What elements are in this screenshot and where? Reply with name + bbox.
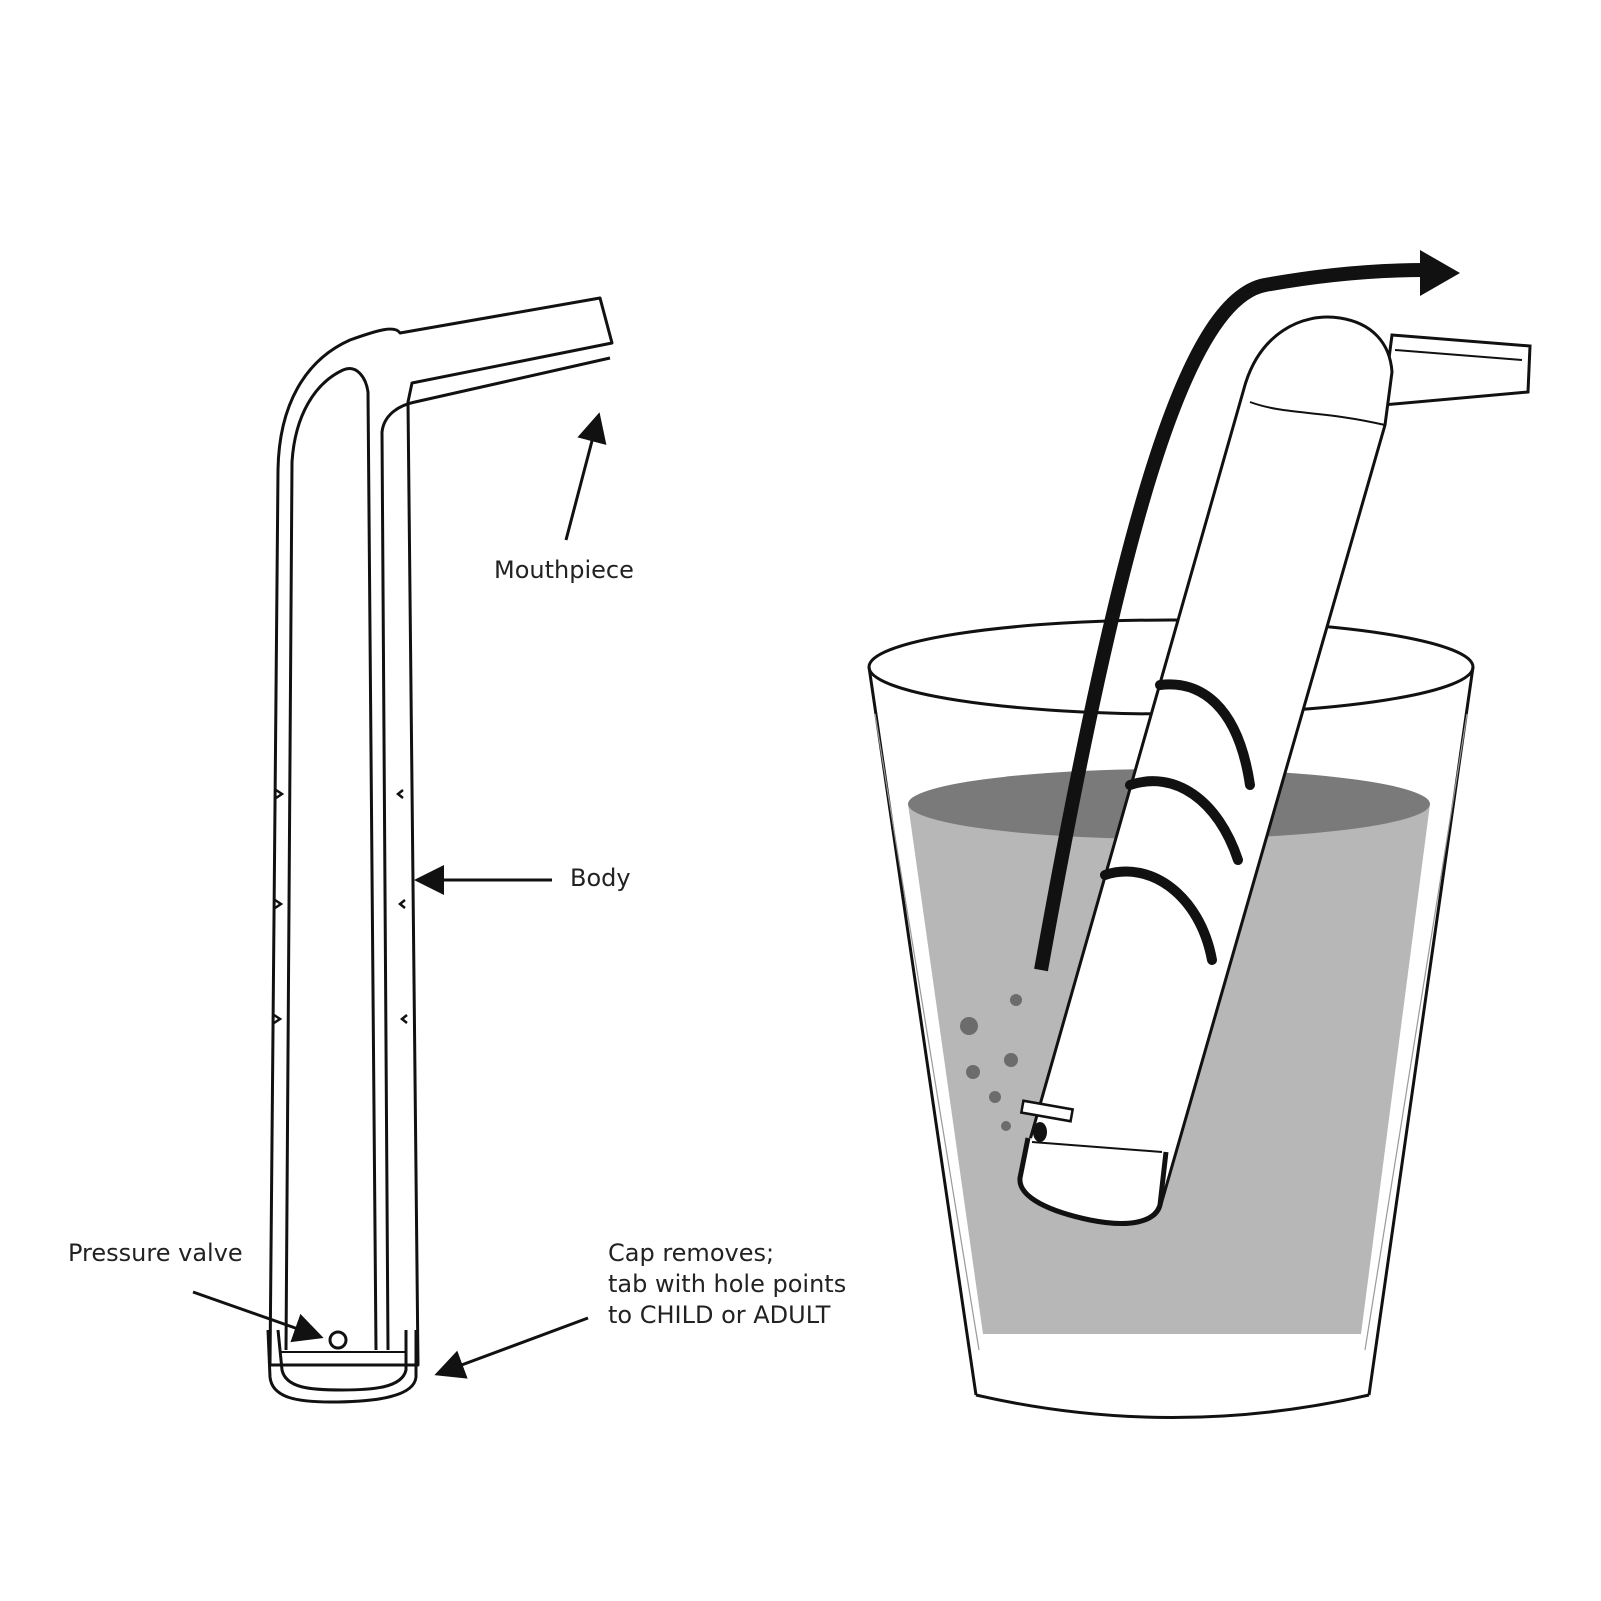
body-grip-notches bbox=[273, 788, 408, 1025]
glass-device-valve-hole bbox=[1033, 1122, 1047, 1142]
cap-label-line-2: tab with hole points bbox=[608, 1270, 847, 1298]
cap-label-line-3: to CHILD or ADULT bbox=[608, 1301, 831, 1329]
glass-device-cap bbox=[1017, 1137, 1169, 1226]
airflow-arrow bbox=[1034, 263, 1426, 972]
body-label: Body bbox=[570, 864, 631, 892]
mouthpiece-label: Mouthpiece bbox=[494, 556, 634, 584]
glass-bottom bbox=[975, 1393, 1370, 1419]
pressure-valve-label: Pressure valve bbox=[68, 1239, 243, 1267]
cap-label: Cap removes; tab with hole points to CHI… bbox=[608, 1238, 846, 1331]
airflow-arrowhead-icon bbox=[1420, 250, 1460, 296]
cap-arrow bbox=[434, 1316, 589, 1379]
mouthpiece-arrow bbox=[564, 412, 607, 541]
air-bubbles bbox=[960, 994, 1022, 1131]
glass-device-mouthpiece bbox=[1381, 333, 1532, 407]
callout-arrows bbox=[192, 412, 607, 1379]
pressure-valve-icon bbox=[328, 1330, 348, 1350]
glass-illustration bbox=[867, 250, 1532, 1419]
device-outline-drawing bbox=[266, 296, 614, 1404]
cap-label-line-1: Cap removes; bbox=[608, 1239, 775, 1267]
pressure-valve-arrow bbox=[192, 1290, 324, 1343]
